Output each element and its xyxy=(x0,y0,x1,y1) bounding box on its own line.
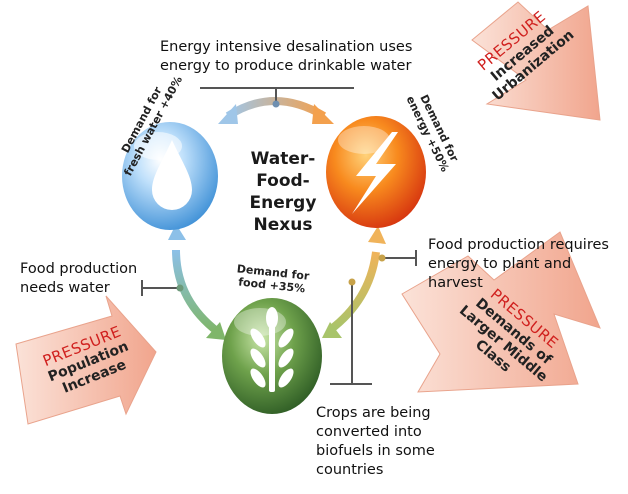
annotation-food-requires-energy: Food production requires energy to plant… xyxy=(428,236,628,293)
annotation-line: Crops are being xyxy=(316,405,431,421)
annotation-line: biofuels in some xyxy=(316,443,435,459)
center-title-line: Nexus xyxy=(253,215,313,235)
connector-biofuels xyxy=(330,278,372,385)
annotation-line: Energy intensive desalination uses xyxy=(160,39,413,55)
annotation-biofuels: Crops are being converted into biofuels … xyxy=(316,404,435,480)
connector-food-requires-energy xyxy=(378,250,417,266)
annotation-line: Food production requires xyxy=(428,237,609,253)
center-title-line: Food- xyxy=(256,171,310,191)
annotation-line: Food production xyxy=(20,261,138,277)
water-node xyxy=(122,122,218,230)
annotation-food-needs-water: Food production needs water xyxy=(20,260,137,298)
center-title-line: Water- xyxy=(250,149,316,169)
connector-food-needs-water xyxy=(141,280,184,296)
cycle-arrow-energy-food xyxy=(322,226,386,338)
annotation-line: energy to plant and harvest xyxy=(428,256,572,291)
annotation-line: converted into xyxy=(316,424,422,440)
wheat-icon xyxy=(250,307,294,392)
cycle-arrow-water-food xyxy=(168,224,226,340)
water-drop-icon xyxy=(152,140,192,210)
annotation-desalination: Energy intensive desalination uses energ… xyxy=(160,38,412,76)
pressure-arrow-urbanization xyxy=(471,1,601,121)
annotation-line: energy to produce drinkable water xyxy=(160,58,412,74)
lightning-bolt-icon xyxy=(352,132,398,214)
center-title: Water- Food- Energy Nexus xyxy=(238,148,328,236)
pressure-arrow-population xyxy=(15,295,157,425)
annotation-line: countries xyxy=(316,462,384,478)
energy-node xyxy=(326,116,426,228)
connector-desalination xyxy=(200,87,354,108)
annotation-line: needs water xyxy=(20,280,110,296)
food-node xyxy=(222,298,322,414)
pressure-arrow-middle-class xyxy=(401,231,601,393)
center-title-line: Energy xyxy=(249,193,317,213)
